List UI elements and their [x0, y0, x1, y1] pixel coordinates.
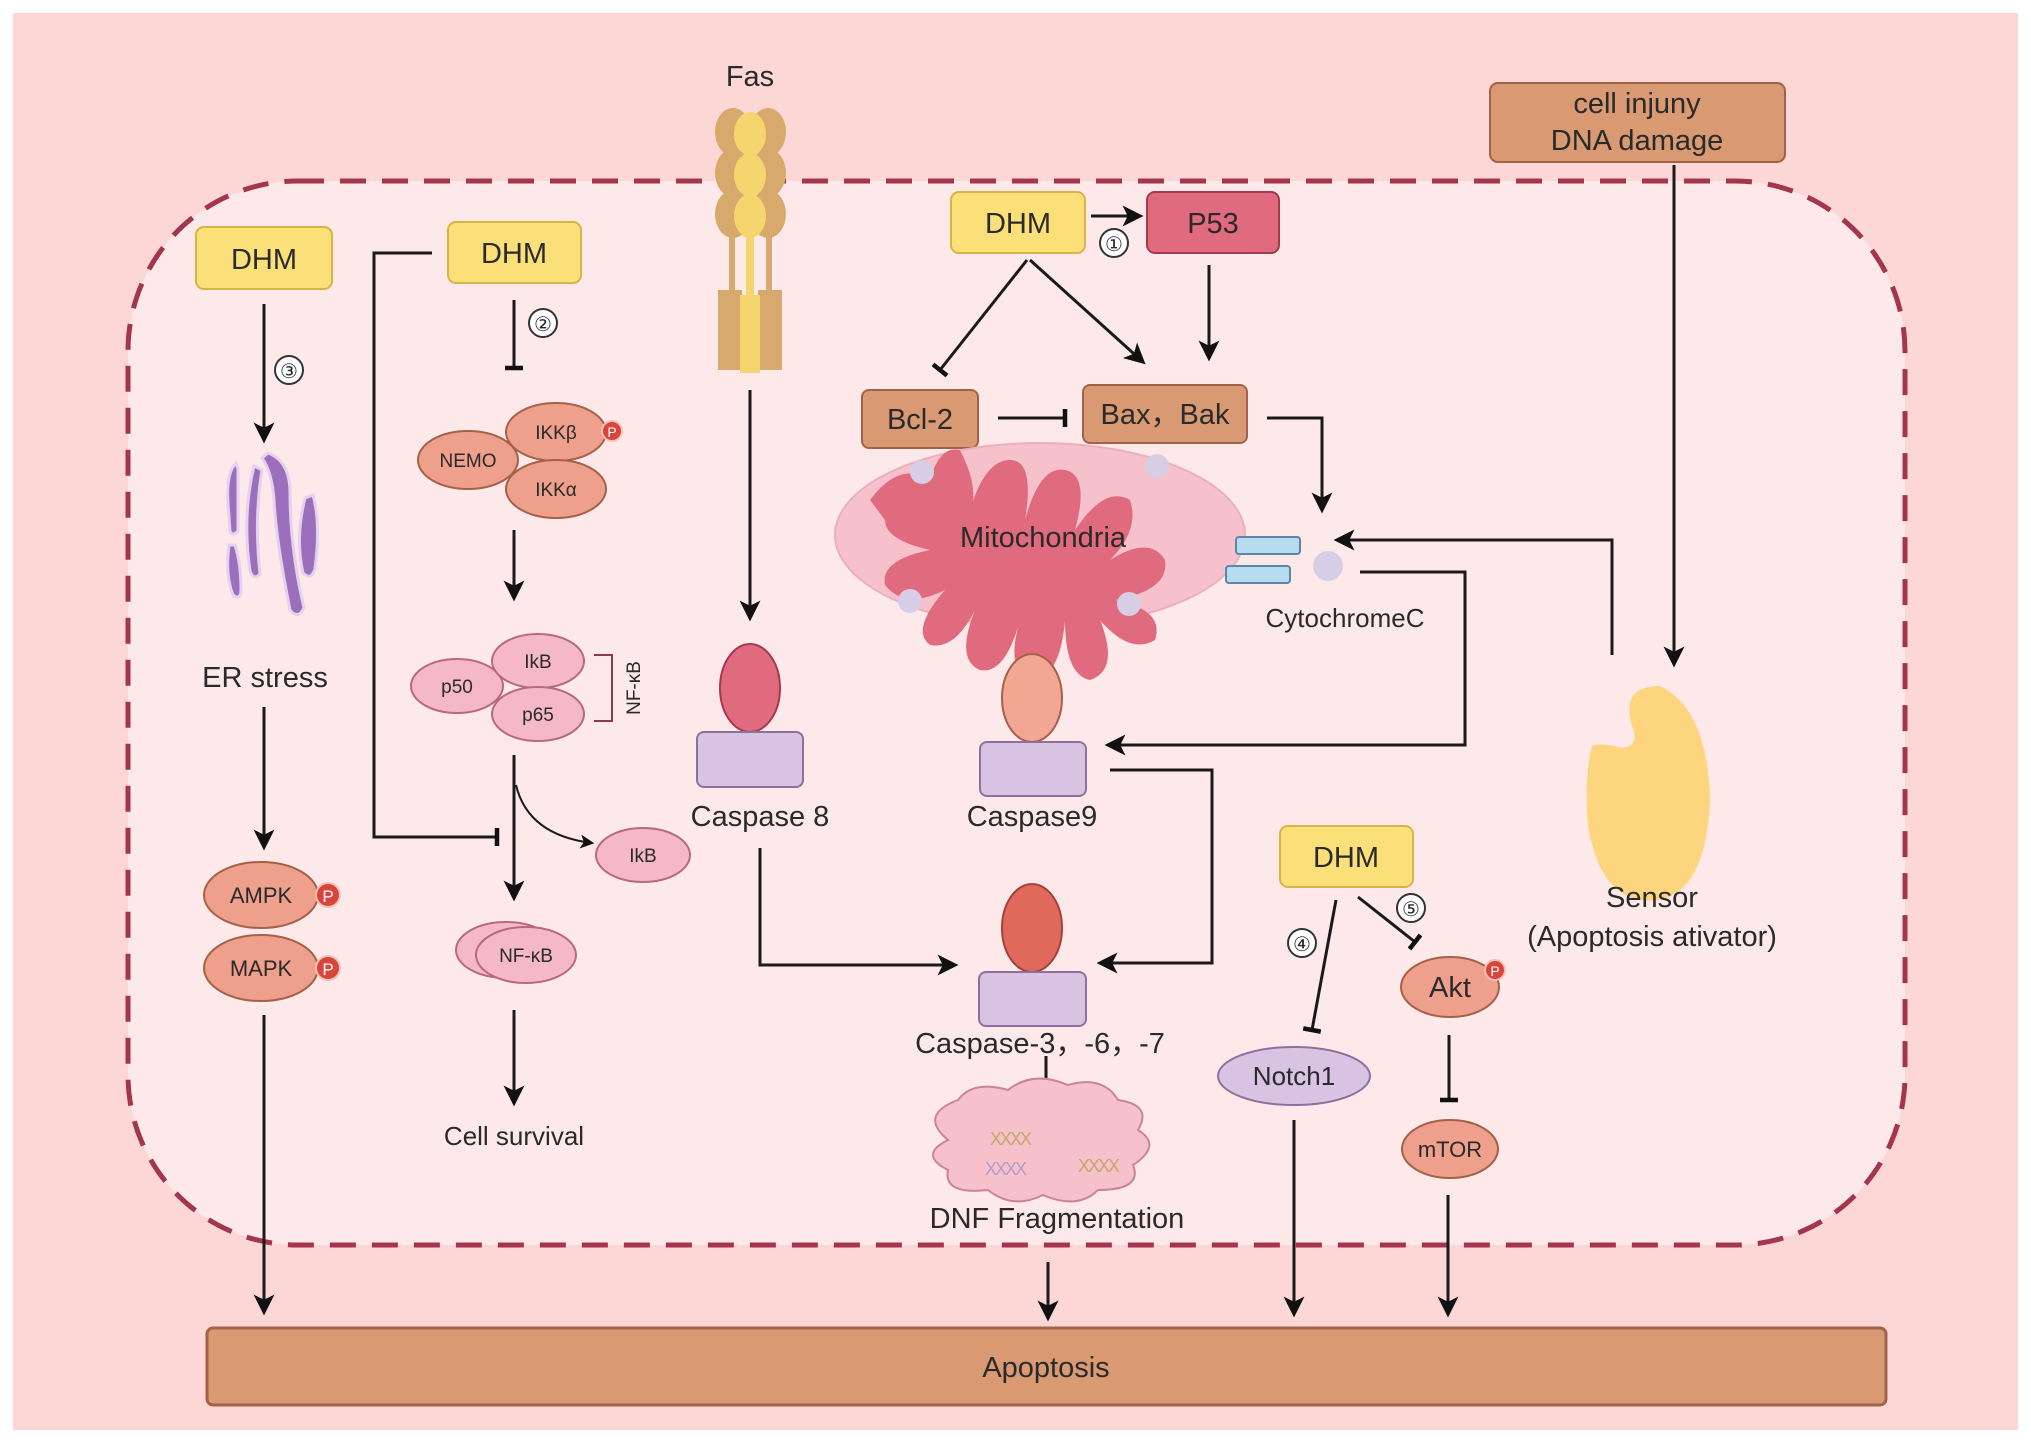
ikk-complex: NEMO IKKβ IKKα P [417, 402, 623, 519]
sensor-sublabel: (Apoptosis ativator) [1527, 921, 1777, 953]
er-icon [226, 451, 320, 616]
svg-text:Bcl-2: Bcl-2 [887, 404, 953, 436]
dna-fragmentation-icon: XXXX XXXX XXXX [932, 1077, 1151, 1203]
svg-text:P: P [322, 960, 333, 979]
svg-text:AMPK: AMPK [230, 883, 293, 908]
ikka-label: IKKα [535, 480, 577, 501]
mapk-node: MAPK P [203, 934, 341, 1002]
svg-text:④: ④ [1293, 934, 1311, 956]
nfkb-complex-label: NF-κB [624, 661, 645, 715]
p53-box: P53 [1146, 191, 1280, 254]
mitochondria-icon [834, 442, 1246, 680]
cytochrome-c-icon [1225, 536, 1343, 584]
apoptosis-bar: Apoptosis [205, 1326, 1888, 1407]
svg-text:P: P [607, 424, 616, 440]
svg-text:IkB: IkB [629, 846, 656, 867]
sensor-label: Sensor [1606, 882, 1698, 914]
complex-bracket [594, 654, 613, 722]
marker-2: ② [528, 308, 558, 338]
arrow-release-ikb [515, 784, 595, 849]
mitochondria-label: Mitochondria [960, 522, 1127, 554]
svg-text:②: ② [534, 314, 552, 336]
nfkb-complex: p50 IkB p65 NF-κB [410, 633, 645, 742]
ikb-label: IkB [524, 652, 551, 673]
marker-3: ③ [274, 355, 304, 385]
svg-text:P: P [1490, 963, 1499, 979]
akt-node: Akt P [1400, 956, 1506, 1018]
arrow-bax-to-cytochrome [1267, 416, 1333, 514]
p50-label: p50 [441, 677, 473, 698]
apoptosis-label: Apoptosis [982, 1352, 1109, 1384]
cytochrome-c-label: CytochromeC [1266, 603, 1425, 633]
svg-text:DNA damage: DNA damage [1551, 125, 1724, 157]
arrow-cytochrome-to-caspase9 [1104, 570, 1467, 756]
dhm-box-nfkb: DHM [447, 221, 582, 284]
dhm-label: DHM [231, 244, 297, 276]
ikkb-label: IKKβ [535, 423, 577, 444]
svg-text:mTOR: mTOR [1418, 1137, 1482, 1162]
svg-text:⑤: ⑤ [1402, 899, 1420, 921]
svg-text:XXXX: XXXX [990, 1129, 1032, 1149]
er-stress-label: ER stress [202, 662, 328, 694]
mtor-node: mTOR [1401, 1119, 1499, 1179]
ikb-free-node: IkB [595, 827, 691, 883]
svg-text:P53: P53 [1187, 208, 1239, 240]
sensor-icon [1586, 686, 1710, 901]
svg-text:DHM: DHM [481, 238, 547, 270]
arrow-caspase8-to-caspase3 [758, 848, 959, 976]
svg-text:Notch1: Notch1 [1253, 1061, 1335, 1091]
inhibit-dhm-to-nfkb [372, 251, 500, 846]
svg-text:①: ① [1105, 234, 1123, 256]
marker-4: ④ [1287, 928, 1317, 958]
caspase3-icon [978, 883, 1087, 1027]
p65-label: p65 [522, 705, 554, 726]
svg-text:cell injuny: cell injuny [1573, 88, 1701, 120]
nfkb-node: NF-κB [455, 921, 577, 984]
svg-text:MAPK: MAPK [230, 956, 293, 981]
dhm-box-akt: DHM [1279, 825, 1414, 888]
dna-fragmentation-label: DNF Fragmentation [930, 1203, 1185, 1235]
caspase9-icon [979, 653, 1087, 797]
notch1-node: Notch1 [1217, 1046, 1371, 1106]
fas-label: Fas [726, 61, 774, 93]
arrow-caspase9-to-caspase3 [1096, 768, 1214, 974]
fas-receptor-icon [715, 108, 786, 373]
svg-text:P: P [322, 887, 333, 906]
dhm-box-p53: DHM [950, 191, 1086, 254]
phospho-icon [315, 955, 341, 981]
inhibit-dhm-to-notch1 [1302, 899, 1338, 1034]
dhm-box-er: DHM [195, 226, 333, 290]
marker-5: ⑤ [1396, 893, 1426, 923]
svg-text:XXXX: XXXX [1078, 1156, 1120, 1176]
marker-1: ① [1099, 228, 1129, 258]
caspase367-label: Caspase-3，-6，-7 [915, 1028, 1165, 1060]
inhibit-dhm-to-bcl2 [931, 259, 1029, 378]
arrow-sensor-to-cytochrome [1333, 529, 1614, 655]
caspase8-label: Caspase 8 [691, 801, 830, 833]
inhibit-dhm-to-akt [1357, 895, 1423, 951]
nemo-label: NEMO [440, 451, 497, 472]
arrow-dhm-to-bax [1028, 258, 1146, 365]
cell-injury-box: cell injuny DNA damage [1489, 82, 1786, 163]
svg-text:DHM: DHM [1313, 842, 1379, 874]
svg-text:NF-κB: NF-κB [499, 946, 553, 967]
svg-text:Akt: Akt [1429, 972, 1471, 1004]
phospho-icon [1484, 959, 1506, 981]
bcl2-box: Bcl-2 [861, 389, 979, 449]
caspase9-label: Caspase9 [967, 801, 1098, 833]
phospho-icon [315, 882, 341, 908]
svg-text:③: ③ [280, 361, 298, 383]
bax-bak-box: Bax，Bak [1082, 384, 1248, 444]
ampk-node: AMPK P [203, 861, 341, 929]
phospho-icon [601, 420, 623, 442]
svg-text:Bax，Bak: Bax，Bak [1101, 399, 1230, 431]
svg-text:XXXX: XXXX [985, 1159, 1027, 1179]
caspase8-icon [696, 643, 804, 788]
cell-survival-label: Cell survival [444, 1121, 584, 1151]
svg-text:DHM: DHM [985, 208, 1051, 240]
